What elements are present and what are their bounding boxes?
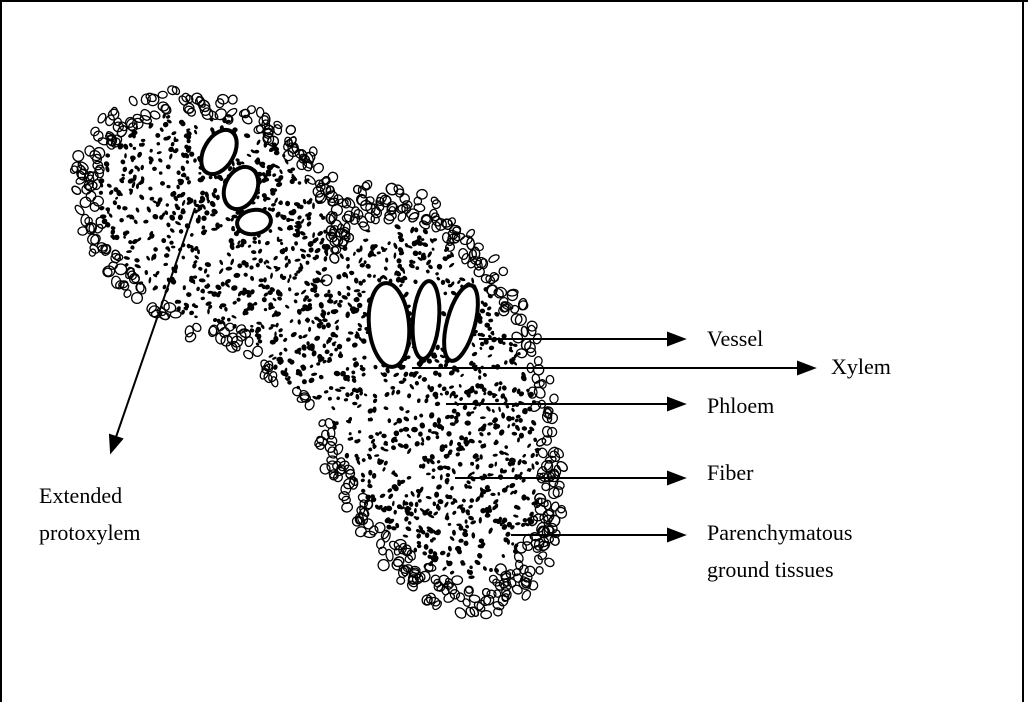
label-protoxylem-line1: Extended bbox=[39, 483, 122, 509]
arrow-fiber-head bbox=[668, 472, 684, 484]
label-fiber: Fiber bbox=[707, 460, 753, 486]
arrow-parenchyma-head bbox=[668, 529, 684, 541]
arrow-phloem-head bbox=[668, 398, 684, 410]
arrow-protoxylem-line bbox=[116, 208, 195, 437]
label-parenchyma-line1: Parenchymatous bbox=[707, 520, 852, 546]
arrow-vessel-head bbox=[668, 333, 684, 345]
label-parenchyma-line2: ground tissues bbox=[707, 557, 834, 583]
label-phloem: Phloem bbox=[707, 393, 774, 419]
label-protoxylem-line2: protoxylem bbox=[39, 520, 140, 546]
arrow-protoxylem-head bbox=[110, 435, 122, 452]
arrow-xylem-head bbox=[798, 362, 814, 374]
label-vessel: Vessel bbox=[707, 326, 763, 352]
label-xylem: Xylem bbox=[831, 354, 891, 380]
cell-stipple bbox=[69, 84, 569, 620]
